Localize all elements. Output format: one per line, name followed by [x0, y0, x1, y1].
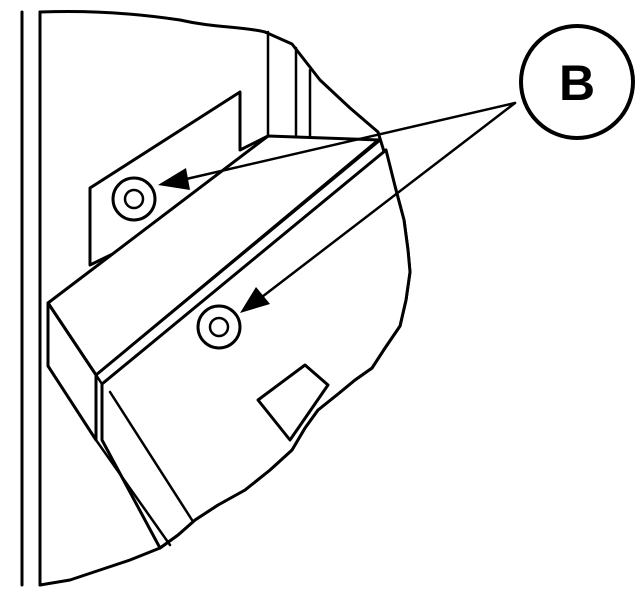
callout-b: B — [519, 24, 635, 140]
arrowhead-lower — [240, 287, 270, 313]
screw-upper — [111, 176, 157, 222]
callout-label: B — [559, 55, 595, 111]
callout-circle — [519, 24, 635, 140]
lower-plate — [100, 148, 412, 550]
wall-panel — [20, 10, 42, 587]
lower-plate-edges — [94, 382, 194, 547]
plate-tab — [256, 363, 330, 442]
screw-lower — [196, 304, 242, 350]
leader-arrows — [158, 101, 517, 313]
arrowhead-upper — [158, 168, 190, 190]
